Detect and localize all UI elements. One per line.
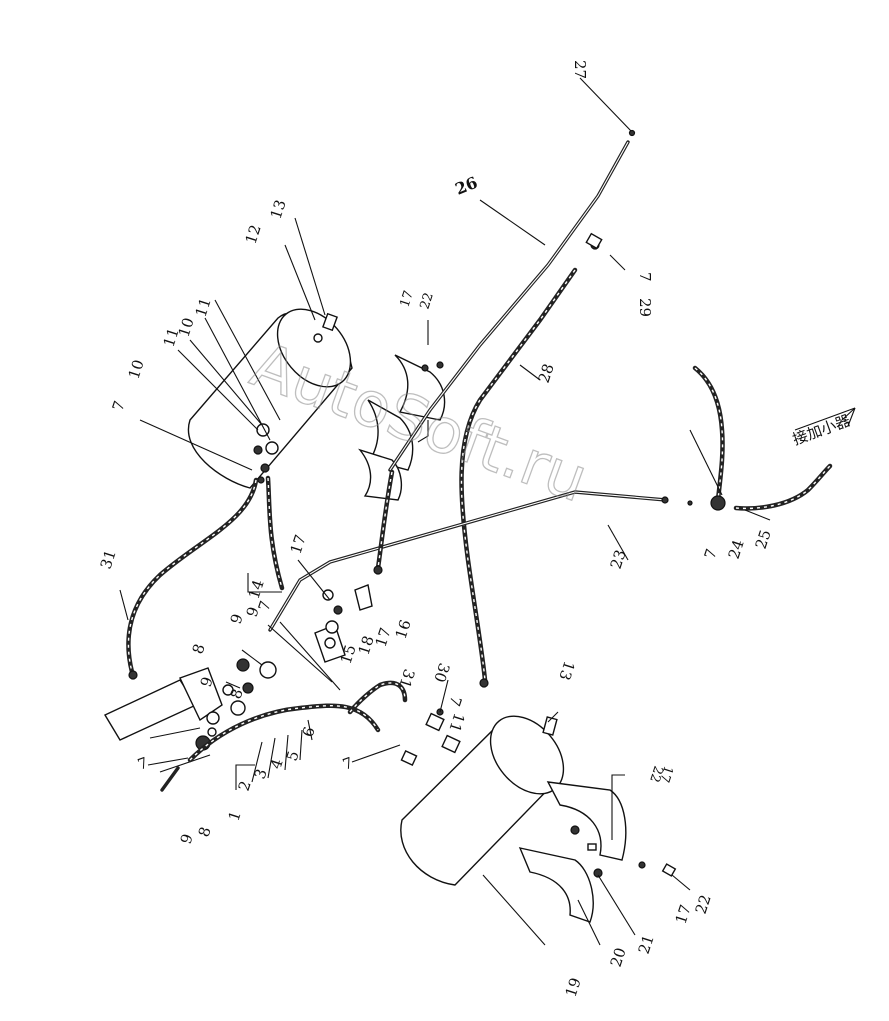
- label-26: 26: [452, 173, 480, 199]
- label-28: 28: [535, 362, 558, 386]
- brake-valve-assembly: [104, 658, 277, 792]
- label-8c: 8: [195, 825, 215, 840]
- label-7b: 7: [701, 547, 721, 562]
- air-lines: [126, 140, 833, 763]
- lower-brackets: [518, 781, 677, 923]
- label-27: 27: [571, 60, 589, 79]
- label-23: 23: [607, 548, 630, 572]
- label-25: 25: [752, 528, 775, 552]
- label-20: 20: [607, 946, 630, 970]
- label-17e: 17: [672, 903, 695, 927]
- label-1: 1: [225, 809, 245, 824]
- label-7f: 7: [340, 754, 355, 774]
- label-11a: 11: [160, 326, 183, 350]
- label-19: 19: [562, 976, 585, 1000]
- label-7e: 7: [135, 754, 150, 774]
- label-24: 24: [725, 538, 748, 562]
- label-21: 21: [635, 933, 658, 957]
- label-22a: 22: [418, 291, 437, 311]
- label-31a: 31: [97, 548, 120, 572]
- label-11b: 11: [192, 296, 215, 320]
- label-13a: 13: [267, 198, 290, 222]
- label-10: 10: [175, 316, 198, 340]
- label-10b: 10: [125, 358, 148, 382]
- label-7a: 7: [109, 399, 129, 414]
- label-16: 16: [392, 618, 415, 642]
- label-29: 29: [636, 298, 654, 317]
- label-15: 15: [337, 643, 360, 667]
- annotation-cjk: 接加小器: [790, 411, 853, 448]
- label-17d: 17: [656, 764, 675, 784]
- label-8a: 8: [189, 642, 209, 657]
- label-7d: 7: [445, 694, 465, 709]
- label-18: 18: [355, 634, 378, 658]
- label-31b: 31: [395, 667, 418, 691]
- label-11c: 11: [445, 711, 468, 735]
- label-3: 3: [251, 767, 271, 782]
- leader-lines: [119, 77, 856, 946]
- label-22c: 22: [692, 893, 715, 917]
- label-17b: 17: [287, 533, 310, 557]
- label-17a: 17: [398, 289, 417, 309]
- label-12: 12: [242, 223, 265, 247]
- middle-fittings: [314, 584, 461, 766]
- label-22b: 22: [646, 764, 665, 784]
- label-17c: 17: [372, 626, 395, 650]
- lower-air-tank: [400, 715, 565, 886]
- part-labels: 27 26 29 7 28 12 13 17 22 11 10 11 10 7 …: [97, 60, 853, 999]
- label-14: 14: [245, 578, 268, 602]
- upper-brackets: [358, 354, 446, 501]
- label-7g: 7: [636, 272, 654, 282]
- label-13b: 13: [555, 659, 578, 683]
- label-30: 30: [430, 661, 453, 685]
